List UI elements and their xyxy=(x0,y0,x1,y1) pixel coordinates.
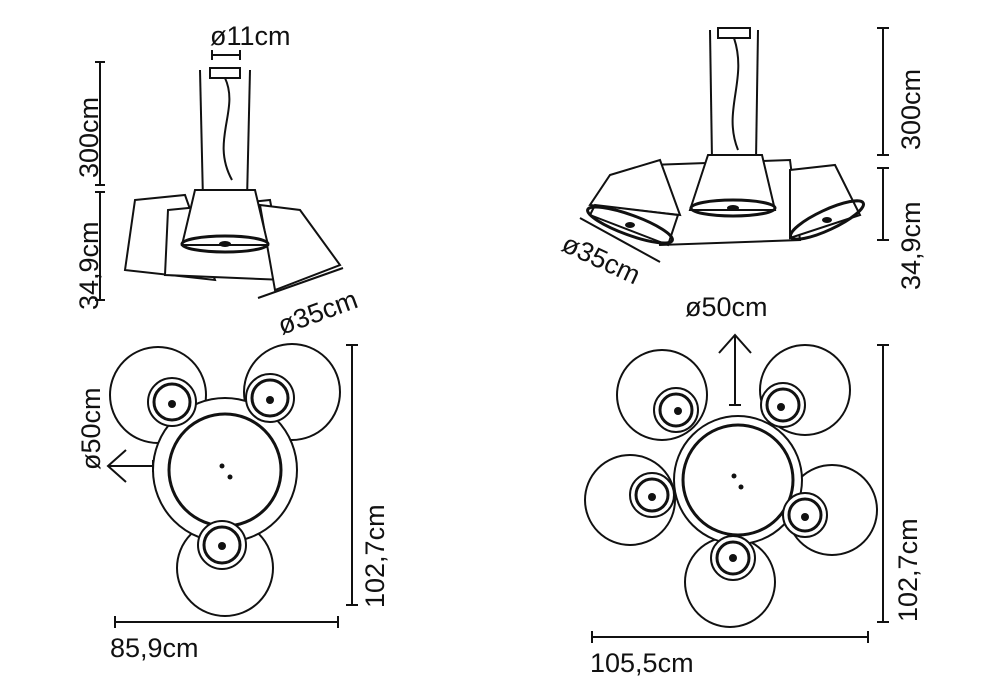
right-cable-length-label: 300cm xyxy=(896,69,926,150)
right-canopy xyxy=(717,27,751,39)
right-side-view: 300cm 34,9cm ø35cm xyxy=(557,27,926,290)
right-width-label: 105,5cm xyxy=(590,648,694,678)
right-body-height-label: 34,9cm xyxy=(896,201,926,290)
left-side-view: ø11cm 300cm 34,9cm ø35cm xyxy=(74,21,362,341)
right-depth-label: 102,7cm xyxy=(893,518,923,622)
left-canopy xyxy=(209,67,241,79)
left-width-label: 85,9cm xyxy=(110,633,199,663)
left-cable-length-label: 300cm xyxy=(74,97,104,178)
right-center-diameter-label: ø50cm xyxy=(685,292,768,322)
left-center-diameter-label: ø50cm xyxy=(76,387,106,470)
left-body-height-label: 34,9cm xyxy=(74,221,104,310)
left-plan-view: ø50cm 102,7cm 85,9cm xyxy=(76,343,390,663)
left-shade-diameter-label: ø35cm xyxy=(274,284,362,340)
right-plan-view: ø50cm 102,7cm 105,5cm xyxy=(584,292,923,678)
left-canopy-diameter-label: ø11cm xyxy=(210,21,291,51)
left-depth-label: 102,7cm xyxy=(360,504,390,608)
